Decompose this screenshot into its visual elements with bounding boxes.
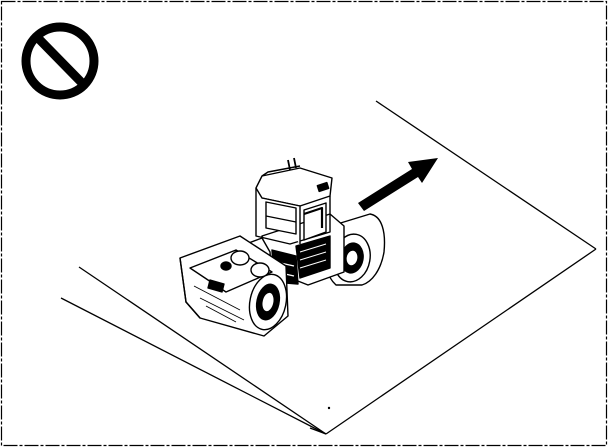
slope-ridge-line-lower: [61, 298, 326, 434]
operator-cab: [256, 158, 332, 244]
surface-mark: [328, 407, 330, 409]
travel-direction-arrow-icon: [358, 158, 438, 211]
prohibition-sign-icon: [26, 27, 94, 95]
tandem-road-roller-icon: [180, 158, 384, 336]
